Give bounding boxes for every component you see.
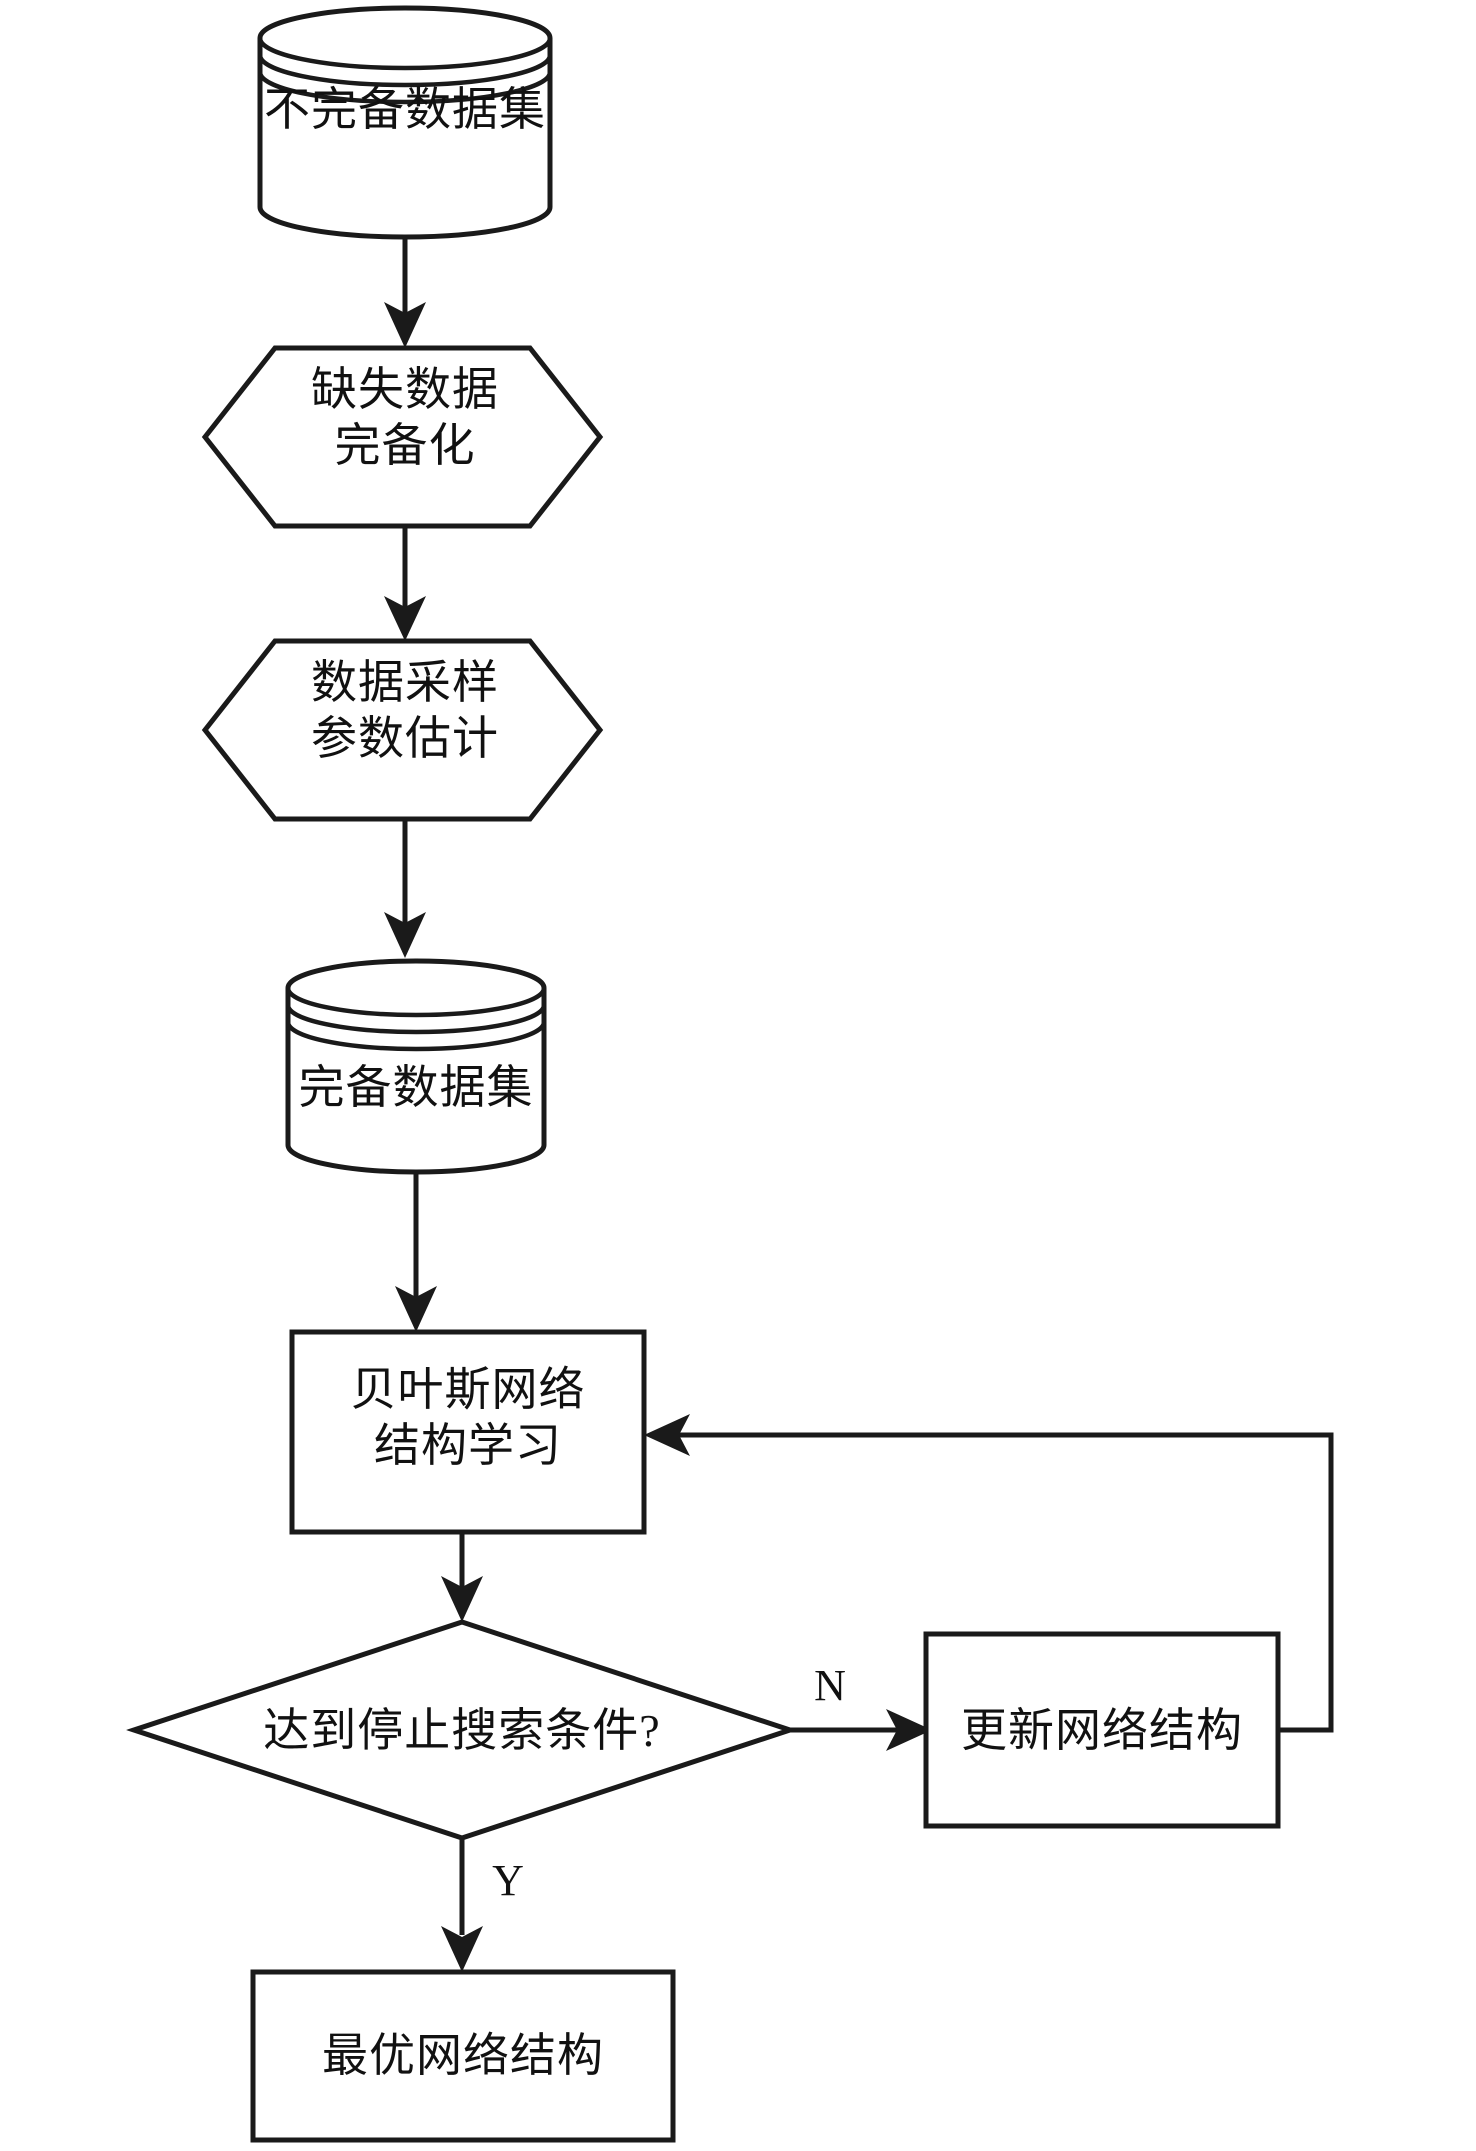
edge-completion-to-sampling	[384, 526, 426, 641]
node-stop-search-condition[interactable]	[126, 1619, 798, 1841]
node-missing-data-completion[interactable]	[201, 345, 604, 529]
edge-complete-dataset-to-learning	[395, 1172, 437, 1332]
node-bayesian-network-structure-learning[interactable]	[289, 1329, 647, 1535]
node-incomplete-dataset[interactable]	[257, 5, 553, 240]
edge-sampling-to-complete-dataset	[384, 819, 426, 958]
node-data-sampling-parameter-estimation[interactable]	[201, 638, 604, 822]
edge-decision-yes-to-optimal	[441, 1838, 483, 1972]
edge-label-no: N	[814, 1661, 846, 1710]
edge-decision-no-to-update	[790, 1709, 932, 1751]
edge-update-to-learning-feedback	[644, 1414, 1334, 1733]
edge-incomplete-to-completion	[384, 237, 426, 348]
node-update-network-structure[interactable]	[923, 1631, 1281, 1829]
node-optimal-network-structure[interactable]	[250, 1969, 676, 2143]
edge-label-yes: Y	[492, 1856, 524, 1905]
edge-learning-to-decision	[441, 1532, 483, 1622]
node-complete-dataset[interactable]	[285, 958, 547, 1175]
